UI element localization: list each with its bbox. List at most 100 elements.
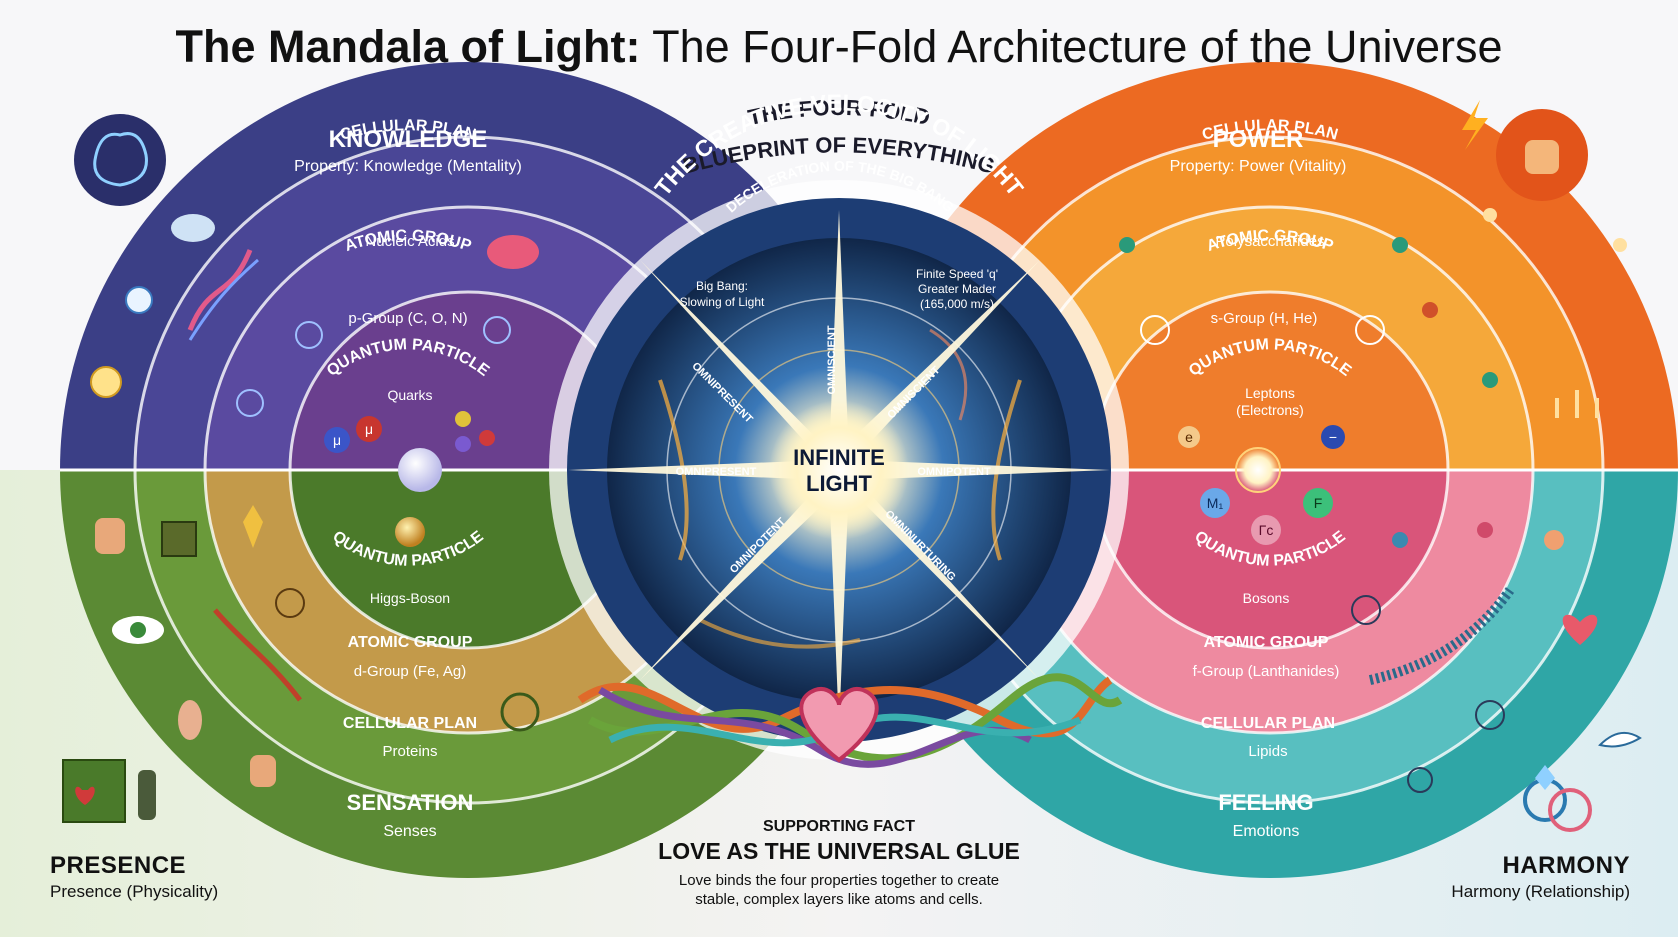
power-quantum-sub-1: Leptons — [1245, 385, 1295, 401]
omnipresent-left: OMNIPRESENT — [676, 466, 757, 478]
big-bang-line-1: Big Bang: — [696, 279, 748, 293]
power-core-orb — [1235, 447, 1281, 493]
thought-cloud-icon — [171, 214, 215, 242]
molecule-icon-5 — [1392, 532, 1408, 548]
fact-heading: LOVE AS THE UNIVERSAL GLUE — [658, 838, 1020, 864]
power-cellular-sub: Polysaccharides — [1215, 233, 1324, 250]
fact-kicker: SUPPORTING FACT — [762, 818, 915, 835]
dna-icon-2 — [213, 608, 302, 702]
harmony-corner: HARMONY Harmony (Relationship) — [1451, 852, 1630, 902]
decor-icons — [62, 100, 1642, 832]
presence-corner: PRESENCE Presence (Physicality) — [50, 852, 218, 902]
feeling-quantum-band — [1092, 470, 1448, 648]
runner-icon — [1483, 208, 1497, 222]
gamma-glyph: Γc — [1259, 522, 1274, 538]
knowledge-core-orb — [398, 448, 442, 492]
gamma-badge — [1251, 515, 1281, 545]
title-bold: The Mandala of Light: — [175, 21, 640, 72]
lightbulb-lit-icon — [90, 366, 122, 398]
network-icon — [1475, 700, 1505, 730]
f-badge — [1303, 488, 1333, 518]
molecule-icon-6 — [1477, 522, 1493, 538]
harmony-sub: Harmony (Relationship) — [1451, 882, 1630, 901]
feeling-atomic-sub: f-Group (Lanthanides) — [1193, 663, 1340, 680]
lattice-icon — [275, 588, 305, 618]
feeling-cellular-sub: Lipids — [1248, 743, 1287, 760]
negative-badge — [1321, 425, 1345, 449]
presence-heading: PRESENCE — [50, 852, 187, 879]
dove-icon — [1598, 731, 1642, 748]
sensation-atomic-sub: d-Group (Fe, Ag) — [354, 663, 467, 680]
page-title: The Mandala of Light: The Four-Fold Arch… — [175, 21, 1502, 72]
title-rest: The Four-Fold Architecture of the Univer… — [640, 21, 1502, 72]
electron-badge — [1178, 426, 1200, 448]
m1-glyph: M₁ — [1207, 495, 1224, 511]
f-glyph: F — [1314, 495, 1323, 511]
electron-glyph: e — [1185, 429, 1193, 445]
infinite-light-line-1: INFINITE — [793, 445, 885, 470]
muon-badge-1 — [324, 427, 350, 453]
feeling-heading: FEELING — [1218, 790, 1313, 815]
infinite-light-disk — [549, 180, 1129, 760]
power-property: Property: Power (Vitality) — [1170, 158, 1347, 175]
atom-icon-5 — [1355, 315, 1385, 345]
particle-badges: μ μ e − M₁ F Γc — [324, 411, 1345, 545]
sensation-cellular-sub: Proteins — [382, 743, 437, 760]
power-quantum-sub-2: (Electrons) — [1236, 402, 1304, 418]
molecule-icon-2 — [1392, 237, 1408, 253]
muon-glyph-1: μ — [333, 432, 341, 448]
sensation-cellular-label: CELLULAR PLAN — [343, 715, 477, 732]
hand-icon-2 — [250, 755, 276, 787]
negative-glyph: − — [1329, 429, 1337, 445]
power-atomic-sub: s-Group (H, He) — [1211, 310, 1318, 327]
love-ribbons — [577, 673, 1123, 768]
fact-body-1: Love binds the four properties together … — [678, 872, 1000, 889]
quark-dot-yellow — [455, 411, 471, 427]
people-icon — [1544, 530, 1564, 550]
atom-icon-3 — [483, 316, 511, 344]
hand-icon — [95, 518, 125, 554]
knowledge-property: Property: Knowledge (Mentality) — [294, 158, 522, 175]
heart-icon — [799, 687, 879, 763]
sensation-atomic-label: ATOMIC GROUP — [348, 634, 473, 651]
supporting-fact: SUPPORTING FACT LOVE AS THE UNIVERSAL GL… — [589, 818, 1089, 909]
feeling-atomic-label: ATOMIC GROUP — [1204, 634, 1329, 651]
feeling-quantum-sub: Bosons — [1243, 590, 1290, 606]
knowledge-cellular-sub: Nucleic Acids — [365, 233, 454, 250]
finite-speed-line-3: (165,000 m/s) — [920, 297, 994, 311]
fact-body-2: stable, complex layers like atoms and ce… — [695, 891, 983, 908]
cell-icon — [487, 235, 539, 269]
knowledge-quantum-sub: Quarks — [387, 387, 432, 403]
power-quantum-band — [1092, 292, 1448, 470]
higgs-orb — [395, 517, 425, 547]
molecule-icon-3 — [1422, 302, 1438, 318]
ear-icon — [178, 700, 202, 740]
runner-icon-2 — [1613, 238, 1627, 252]
lightning-icon — [1462, 100, 1488, 150]
quark-dot-purple — [455, 436, 471, 452]
atom-icon-4 — [1140, 315, 1170, 345]
feeling-property: Emotions — [1233, 823, 1300, 840]
network-icon-2 — [1407, 767, 1433, 793]
crystal-icon — [243, 505, 263, 548]
presence-sub: Presence (Physicality) — [50, 882, 219, 901]
omnipotent-right: OMNIPOTENT — [917, 466, 991, 478]
atom-icon-2 — [236, 389, 264, 417]
power-heading: POWER — [1213, 126, 1304, 153]
molecule-icon — [1119, 237, 1135, 253]
person-silhouette-icon — [138, 770, 156, 820]
harmony-heading: HARMONY — [1502, 852, 1630, 879]
cube-icon — [161, 521, 197, 557]
sensation-property: Senses — [383, 823, 436, 840]
membrane-icon — [1368, 587, 1515, 685]
knowledge-atomic-sub: p-Group (C, O, N) — [348, 310, 467, 327]
big-bang-line-2: Slowing of Light — [680, 295, 765, 309]
lightbulb-icon — [125, 286, 153, 314]
quark-dot-red — [479, 430, 495, 446]
infinite-light-line-2: LIGHT — [806, 471, 873, 496]
omniscient-top: OMNISCIENT — [826, 325, 838, 394]
hexagon-molecule-icon — [1351, 595, 1381, 625]
sensation-heading: SENSATION — [347, 790, 474, 815]
feeling-cellular-label: CELLULAR PLAN — [1201, 715, 1335, 732]
